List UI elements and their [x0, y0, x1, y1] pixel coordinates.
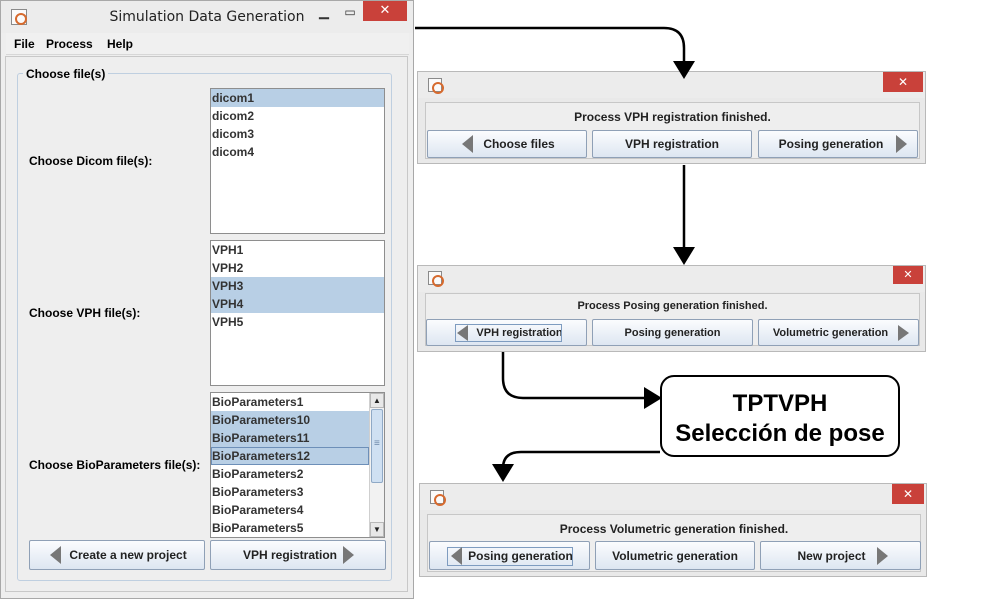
list-item[interactable]: dicom4 [212, 145, 255, 159]
list-item[interactable]: dicom2 [212, 109, 255, 123]
volumetric-generation-button[interactable]: Volumetric generation [758, 319, 919, 346]
arrow-callout-to-dialog3 [501, 450, 660, 470]
arrow-main-to-dialog1 [415, 26, 686, 64]
volumetric-generation-label: Volumetric generation [772, 326, 889, 339]
posing-generation-label: Posing generation [778, 137, 884, 151]
callout-line2: Selección de pose [675, 420, 885, 447]
list-item[interactable]: dicom1 [211, 89, 384, 107]
left-triangle-icon [457, 324, 468, 341]
list-item[interactable]: dicom3 [212, 127, 255, 141]
dialog2-titlebar: ✕ [418, 266, 925, 292]
vph-registration-label: VPH registration [242, 548, 338, 562]
focus-box [447, 547, 573, 566]
list-item[interactable]: BioParameters5 [212, 521, 304, 535]
list-item[interactable]: BioParameters11 [211, 429, 369, 447]
dialog-volumetric-generation: ✕ Process Volumetric generation finished… [419, 483, 927, 577]
menubar: File Process Help [6, 33, 409, 55]
choose-files-button[interactable]: Choose files [427, 130, 587, 158]
new-project-label: New project [797, 548, 866, 563]
posing-generation-button[interactable]: Posing generation [758, 130, 918, 158]
create-new-project-button[interactable]: Create a new project [29, 540, 205, 570]
java-app-icon [430, 490, 446, 506]
arrowhead-down [492, 464, 514, 482]
vph-registration-label: VPH registration [624, 137, 720, 151]
window-title: Simulation Data Generation [109, 9, 305, 25]
bioparameters-label: Choose BioParameters file(s): [29, 458, 201, 472]
scroll-down-icon[interactable]: ▼ [370, 522, 384, 537]
posing-generation-label: Posing generation [624, 326, 721, 339]
menu-file[interactable]: File [14, 37, 35, 51]
list-item[interactable]: VPH5 [212, 315, 244, 329]
left-triangle-icon [50, 546, 61, 564]
vph-registration-button[interactable]: VPH registration [426, 319, 587, 346]
choose-files-label: Choose files [483, 137, 555, 151]
right-triangle-icon [896, 135, 907, 153]
left-triangle-icon [462, 135, 473, 153]
close-icon[interactable]: ✕ [892, 484, 924, 504]
list-item[interactable]: BioParameters1 [212, 395, 304, 409]
focus-box [455, 324, 562, 342]
list-item[interactable]: VPH2 [212, 261, 244, 275]
list-item[interactable]: BioParameters2 [212, 467, 304, 481]
volumetric-generation-label: Volumetric generation [612, 548, 738, 563]
list-item[interactable]: BioParameters4 [212, 503, 304, 517]
main-titlebar: Simulation Data Generation ▁ ▭ ✕ [1, 1, 413, 33]
list-item[interactable]: BioParameters12 [211, 447, 369, 465]
minimize-icon[interactable]: ▁ [319, 4, 329, 19]
dialog-posing-generation: ✕ Process Posing generation finished. VP… [417, 265, 926, 352]
dialog3-message: Process Volumetric generation finished. [559, 522, 789, 536]
arrowhead-down [673, 247, 695, 265]
volumetric-generation-button[interactable]: Volumetric generation [595, 541, 755, 570]
right-triangle-icon [898, 324, 909, 341]
dicom-label: Choose Dicom file(s): [29, 154, 153, 168]
dialog-vph-registration: ✕ Process VPH registration finished. Cho… [417, 71, 926, 164]
close-icon[interactable]: ✕ [363, 1, 407, 21]
dialog3-titlebar: ✕ [420, 484, 926, 510]
close-icon[interactable]: ✕ [893, 266, 923, 284]
close-icon[interactable]: ✕ [883, 72, 923, 92]
scroll-up-icon[interactable]: ▲ [370, 393, 384, 408]
menu-help[interactable]: Help [107, 37, 134, 51]
vph-registration-button[interactable]: VPH registration [592, 130, 752, 158]
bioparameters-scrollbar[interactable]: ▲ ▼ [369, 393, 384, 537]
scroll-thumb[interactable] [371, 409, 383, 483]
callout-line1: TPTVPH [732, 390, 828, 417]
right-triangle-icon [343, 546, 354, 564]
list-item[interactable]: VPH3 [211, 277, 384, 295]
list-item[interactable]: BioParameters3 [212, 485, 304, 499]
new-project-button[interactable]: New project [760, 541, 921, 570]
posing-generation-button[interactable]: Posing generation [592, 319, 753, 346]
java-app-icon [428, 78, 444, 94]
vph-label: Choose VPH file(s): [29, 306, 141, 320]
create-new-project-label: Create a new project [69, 548, 187, 562]
arrow-dialog2-to-callout [501, 352, 648, 400]
dialog1-message: Process VPH registration finished. [574, 110, 771, 124]
posing-generation-button[interactable]: Posing generation [429, 541, 590, 570]
right-triangle-icon [877, 546, 888, 565]
vph-registration-label: VPH registration [476, 326, 563, 339]
arrowhead-down [673, 61, 695, 79]
dicom-list[interactable]: dicom1 dicom2 dicom3 dicom4 [210, 88, 385, 234]
dialog2-message: Process Posing generation finished. [577, 300, 768, 312]
vph-registration-button[interactable]: VPH registration [210, 540, 386, 570]
list-item[interactable]: VPH1 [212, 243, 244, 257]
choose-files-group [17, 73, 392, 581]
maximize-icon[interactable]: ▭ [344, 5, 356, 19]
posing-generation-label: Posing generation [468, 548, 573, 563]
group-title: Choose file(s) [23, 67, 109, 81]
list-item[interactable]: VPH4 [211, 295, 384, 313]
java-app-icon [428, 271, 444, 287]
java-app-icon [11, 9, 27, 25]
dialog1-titlebar: ✕ [418, 72, 925, 98]
menu-process[interactable]: Process [46, 37, 93, 51]
callout-box: TPTVPH Selección de pose [660, 375, 900, 457]
left-triangle-icon [451, 546, 462, 565]
arrowhead-right [644, 387, 662, 409]
list-item[interactable]: BioParameters10 [211, 411, 369, 429]
